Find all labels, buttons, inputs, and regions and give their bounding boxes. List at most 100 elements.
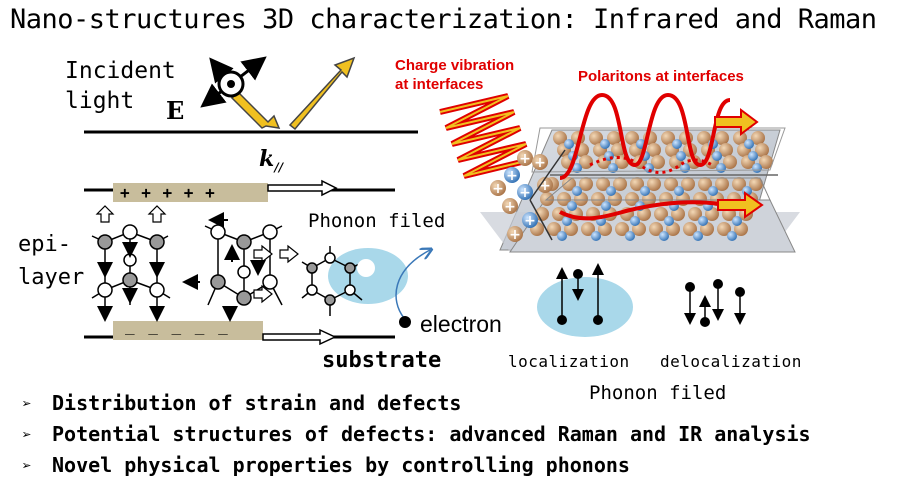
lattice-atom	[676, 151, 686, 161]
lattice-atom	[572, 186, 582, 196]
lattice-atom	[579, 177, 593, 191]
svg-text:+: +	[534, 155, 546, 171]
bullet-text: Novel physical properties by controlling…	[52, 453, 630, 477]
lattice-atom	[733, 131, 747, 145]
lattice-atom	[552, 207, 566, 221]
lattice-atom	[723, 155, 737, 169]
svg-text:+: +	[524, 213, 536, 229]
svg-text:+: +	[504, 199, 516, 215]
lattice-atom	[557, 231, 567, 241]
lattice-atom	[591, 192, 605, 206]
bullet-item: ➢ Novel physical properties by controllin…	[22, 450, 811, 481]
lattice-atom	[596, 177, 610, 191]
svg-text:+: +	[506, 168, 518, 184]
lattice-atom	[615, 222, 629, 236]
svg-text:+: +	[519, 151, 531, 167]
lattice-atom	[640, 186, 650, 196]
heterostructure-illustration: + + + + + + + + +	[439, 92, 800, 253]
lattice-strained	[91, 224, 171, 312]
lattice-atom	[698, 177, 712, 191]
polaritons-label: Polaritons at interfaces	[578, 68, 744, 85]
lattice-atom	[562, 177, 576, 191]
polariton-wave-top	[559, 92, 731, 180]
substrate-arrow	[262, 328, 337, 346]
k-arrow	[267, 179, 338, 197]
lattice-atom	[674, 186, 684, 196]
k-vector-label: k//	[259, 146, 283, 174]
e-field-label: E	[166, 96, 185, 125]
incident-light-line2: light	[65, 88, 135, 114]
electron-label: electron	[420, 311, 502, 337]
lattice-atom	[688, 207, 702, 221]
bullet-item: ➢Potential structures of defects: advanc…	[22, 419, 811, 450]
lattice-atom	[625, 231, 635, 241]
polariton-arrow-bottom	[717, 191, 764, 219]
electron-dot	[399, 316, 411, 328]
lattice-atom	[591, 231, 601, 241]
lattice-displacement-arrows	[95, 205, 167, 322]
defect-lattice	[301, 246, 375, 316]
lattice-atom	[601, 201, 611, 211]
localization-ellipse	[537, 277, 633, 337]
bullet-item: ➢ Distribution of strain and defects	[22, 388, 811, 419]
bullet-text: Potential structures of defects: advance…	[52, 422, 811, 446]
lattice-atom	[535, 207, 549, 221]
lattice-atom	[664, 216, 674, 226]
lattice-atom	[608, 163, 618, 173]
slide-title: Nano-structures 3D characterization: Inf…	[10, 4, 877, 35]
lattice-atom	[697, 131, 711, 145]
bullet-list: ➢Distribution of strain and defects ➢Pot…	[22, 388, 811, 481]
lattice-atom	[693, 231, 703, 241]
lattice-atom	[581, 222, 595, 236]
lattice-atom	[719, 143, 733, 157]
lattice-atom	[698, 216, 708, 226]
lattice-atom	[557, 192, 571, 206]
bullet-arrow-icon: ➢	[22, 456, 32, 475]
delocalization-label: delocalization	[660, 352, 802, 371]
bullet-arrow-icon: ➢	[22, 394, 32, 413]
epi-layer-diagram	[84, 179, 430, 346]
lattice-atom	[683, 222, 697, 236]
svg-text:+: +	[492, 181, 504, 197]
electron-path	[395, 250, 430, 319]
substrate-label: substrate	[322, 348, 442, 373]
negative-charge-band	[113, 321, 263, 340]
charge-vibration-line2: at interfaces	[395, 76, 484, 93]
lattice-atom	[630, 216, 640, 226]
incident-light-group	[84, 56, 418, 134]
lattice-atom	[681, 177, 695, 191]
lattice-atom	[749, 177, 763, 191]
lattice-atom	[751, 131, 765, 145]
phonon-field-label-left: Phonon filed	[308, 210, 446, 232]
lattice-atom	[647, 143, 661, 157]
lattice-atom	[630, 177, 644, 191]
lattice-atom	[755, 143, 769, 157]
lattice-atom	[611, 143, 625, 157]
lattice-atom	[654, 207, 668, 221]
lattice-vibrating	[204, 224, 283, 306]
lattice-atom	[607, 131, 621, 145]
lattice-atom	[625, 131, 639, 145]
lattice-atom	[589, 131, 603, 145]
lattice-atom	[579, 155, 593, 169]
epi-layer-line1: epi-	[18, 232, 71, 257]
charge-vibration-line1: Charge vibration	[395, 57, 515, 74]
polarization-symbol	[200, 56, 281, 129]
lattice-atom	[600, 139, 610, 149]
lattice-atom	[748, 151, 758, 161]
lattice-atom	[661, 131, 675, 145]
svg-text:+: +	[509, 227, 521, 243]
lattice-vibration-arrows	[182, 212, 299, 322]
bullet-text: Distribution of strain and defects	[52, 391, 462, 415]
lattice-atom	[717, 222, 731, 236]
lattice-atom	[672, 139, 682, 149]
interface-charges: + + + + + + + + +	[490, 150, 553, 243]
epi-layer-line2: layer	[18, 265, 85, 290]
lattice-atom	[715, 177, 729, 191]
lattice-atom	[649, 222, 663, 236]
delocalization-diagram	[684, 279, 746, 327]
lattice-atom	[732, 216, 742, 226]
lattice-atom	[553, 131, 567, 145]
polariton-wave-bottom	[559, 200, 721, 221]
